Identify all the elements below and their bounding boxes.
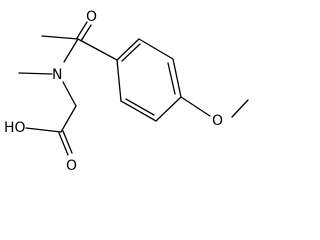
bond-ring-6 bbox=[116, 59, 122, 102]
bond-nitrogen-methyl bbox=[18, 72, 53, 75]
bond-nitrogen-ch2 bbox=[62, 81, 77, 107]
bond-ring-ether bbox=[180, 96, 211, 117]
chemical-structure: O N O HO O bbox=[4, 9, 249, 174]
bond-acid-double-b bbox=[62, 130, 73, 154]
bond-ring-3 bbox=[172, 58, 182, 98]
atom-labels: O N O HO O bbox=[4, 9, 223, 174]
bond-carbonyl-double-b bbox=[80, 24, 92, 42]
bond-ring-5-inner bbox=[125, 98, 155, 116]
bond-ring-5 bbox=[120, 100, 157, 122]
bond-carbonyl-nitrogen bbox=[63, 38, 79, 63]
bonds bbox=[18, 21, 249, 156]
bond-acid-hydroxyl bbox=[25, 127, 62, 133]
ether-oxygen-label: O bbox=[212, 113, 223, 129]
hydroxyl-label: HO bbox=[4, 120, 26, 136]
bond-ring-4 bbox=[155, 96, 182, 122]
amide-nitrogen-label: N bbox=[52, 67, 62, 83]
bond-ether-methyl bbox=[231, 99, 249, 118]
bond-acid-double-a bbox=[58, 132, 69, 156]
bond-ring-2 bbox=[138, 38, 174, 60]
bond-methyl-carbonyl bbox=[41, 35, 79, 40]
bond-ch2-acid bbox=[60, 105, 77, 133]
bond-ring-1-inner bbox=[121, 43, 141, 62]
bond-ring-3-inner bbox=[167, 62, 176, 95]
bond-ring-1 bbox=[116, 38, 140, 61]
carbonyl-oxygen-label: O bbox=[86, 9, 97, 25]
acid-carbonyl-oxygen-label: O bbox=[66, 158, 77, 174]
bond-carbonyl-ring bbox=[77, 38, 118, 61]
bond-carbonyl-double-a bbox=[76, 21, 88, 39]
